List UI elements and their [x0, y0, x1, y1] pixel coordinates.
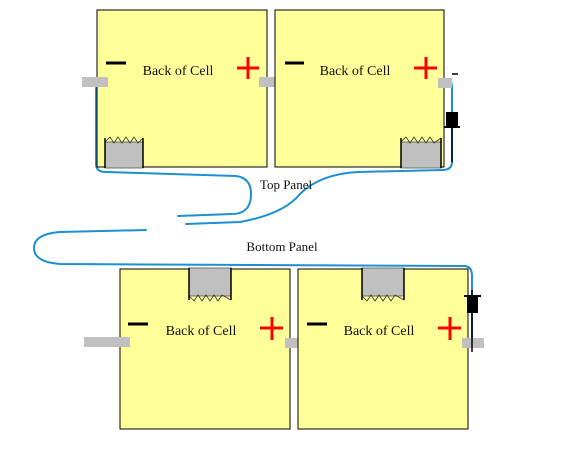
negative-tab — [84, 337, 130, 347]
bottom-panel-label: Bottom Panel — [246, 239, 318, 254]
interconnect-ribbon — [361, 267, 405, 302]
positive-tab — [259, 77, 285, 87]
top-panel-label: Top Panel — [260, 177, 313, 192]
top-cell-1: Back of Cell — [82, 9, 285, 169]
positive-tab — [285, 338, 307, 348]
bottom-cell-1: Back of Cell — [84, 267, 307, 430]
positive-terminal-symbol — [438, 317, 461, 340]
cell-label: Back of Cell — [143, 64, 214, 79]
wire-panel-crossover — [32, 229, 473, 343]
cell-back — [274, 9, 445, 168]
top-cell-2: Back of Cell — [274, 9, 452, 169]
bottom-panel: Bottom Panel Back of Cell Back of Cell — [84, 239, 484, 430]
positive-terminal-symbol — [237, 57, 259, 79]
positive-terminal-symbol — [260, 317, 283, 340]
interconnect-ribbon — [400, 136, 442, 169]
positive-tab — [438, 78, 452, 88]
cell-back — [96, 9, 268, 168]
interconnect-ribbon — [104, 136, 144, 169]
interconnect-ribbon — [188, 267, 232, 302]
cell-label: Back of Cell — [320, 64, 391, 79]
cell-label: Back of Cell — [166, 324, 237, 339]
bypass-diode-top — [444, 73, 460, 162]
positive-tab — [462, 338, 484, 348]
wire-top-left-to-string — [95, 87, 253, 217]
bottom-cell-2: Back of Cell — [297, 267, 484, 430]
negative-tab — [82, 77, 108, 87]
positive-terminal-symbol — [414, 57, 437, 79]
cell-label: Back of Cell — [344, 324, 415, 339]
top-panel: Back of Cell Back of Cell — [82, 9, 460, 192]
bypass-diode-bottom — [464, 290, 481, 352]
